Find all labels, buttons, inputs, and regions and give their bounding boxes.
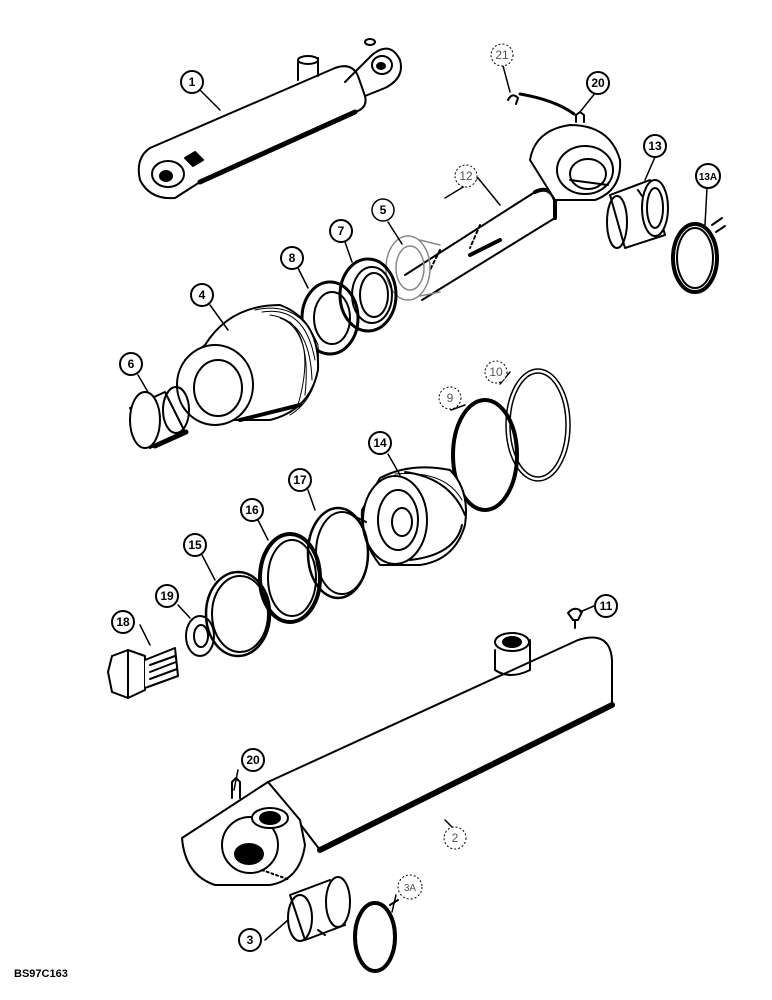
callout-15: 15 bbox=[183, 533, 207, 557]
callout-1: 1 bbox=[180, 70, 204, 94]
part-grease-fitting-top bbox=[507, 94, 519, 105]
part-oring-9 bbox=[451, 398, 519, 512]
callout-20-bottom: 20 bbox=[241, 748, 265, 772]
part-assembled-cylinder bbox=[137, 38, 402, 200]
part-oring-16 bbox=[258, 532, 322, 624]
callout-13: 13 bbox=[643, 134, 667, 158]
part-grease-fitting-right bbox=[567, 607, 583, 629]
callout-12-label: 12 bbox=[459, 169, 473, 183]
callout-3-label: 3 bbox=[247, 933, 254, 947]
part-gland bbox=[176, 304, 320, 426]
callout-6-label: 6 bbox=[128, 357, 135, 371]
callout-14: 14 bbox=[368, 431, 392, 455]
callout-20-top: 20 bbox=[586, 71, 610, 95]
callout-3a-label: 3A bbox=[404, 883, 417, 894]
callout-21: 21 bbox=[490, 43, 514, 67]
callout-20-bottom-label: 20 bbox=[246, 753, 260, 767]
callout-4-label: 4 bbox=[199, 288, 206, 302]
callout-16: 16 bbox=[240, 498, 264, 522]
callout-12: 12 bbox=[454, 164, 478, 188]
callout-2: 2 bbox=[443, 826, 467, 850]
callout-19: 19 bbox=[155, 584, 179, 608]
leader-lines bbox=[137, 61, 708, 941]
callout-10: 10 bbox=[484, 360, 508, 384]
part-snap-ring-upper bbox=[671, 217, 726, 294]
callout-7-label: 7 bbox=[338, 224, 345, 238]
callout-9: 9 bbox=[438, 386, 462, 410]
callout-16-label: 16 bbox=[245, 503, 259, 517]
part-washer bbox=[185, 615, 215, 657]
callout-21-label: 21 bbox=[495, 48, 509, 62]
part-seal-7 bbox=[338, 257, 398, 333]
callout-8: 8 bbox=[280, 246, 304, 270]
callout-17-label: 17 bbox=[293, 473, 307, 487]
callout-6: 6 bbox=[119, 352, 143, 376]
callout-8-label: 8 bbox=[289, 251, 296, 265]
callout-13-label: 13 bbox=[648, 139, 662, 153]
callout-3: 3 bbox=[238, 928, 262, 952]
callout-2-label: 2 bbox=[452, 831, 459, 845]
callouts: 1 21 20 13 13A 12 5 7 bbox=[111, 43, 721, 952]
callout-10-label: 10 bbox=[489, 365, 503, 379]
part-bushing-lower bbox=[287, 876, 351, 942]
callout-5-label: 5 bbox=[380, 203, 387, 217]
callout-7: 7 bbox=[329, 219, 353, 243]
callout-9-label: 9 bbox=[447, 391, 454, 405]
callout-13a: 13A bbox=[695, 163, 721, 189]
part-piston bbox=[360, 466, 467, 566]
part-bushing-6 bbox=[129, 386, 190, 449]
callout-3a: 3A bbox=[397, 874, 423, 900]
callout-15-label: 15 bbox=[188, 538, 202, 552]
part-seal-15 bbox=[204, 570, 272, 658]
callout-17: 17 bbox=[288, 468, 312, 492]
callout-19-label: 19 bbox=[160, 589, 174, 603]
callout-13a-label: 13A bbox=[699, 172, 717, 183]
callout-1-label: 1 bbox=[189, 75, 196, 89]
callout-11-label: 11 bbox=[600, 599, 613, 613]
callout-18: 18 bbox=[111, 610, 135, 634]
callout-20-top-label: 20 bbox=[591, 76, 605, 90]
part-rod-with-eye bbox=[404, 111, 622, 301]
callout-18-label: 18 bbox=[116, 615, 130, 629]
part-bushing-upper bbox=[606, 179, 669, 249]
callout-14-label: 14 bbox=[373, 436, 387, 450]
callout-4: 4 bbox=[190, 283, 214, 307]
figure-code: BS97C163 bbox=[14, 968, 68, 980]
part-barrel bbox=[181, 632, 615, 886]
callout-11: 11 bbox=[594, 594, 618, 618]
part-wear-ring-17 bbox=[306, 506, 370, 600]
callout-5: 5 bbox=[371, 198, 395, 222]
part-bolt bbox=[107, 647, 179, 699]
